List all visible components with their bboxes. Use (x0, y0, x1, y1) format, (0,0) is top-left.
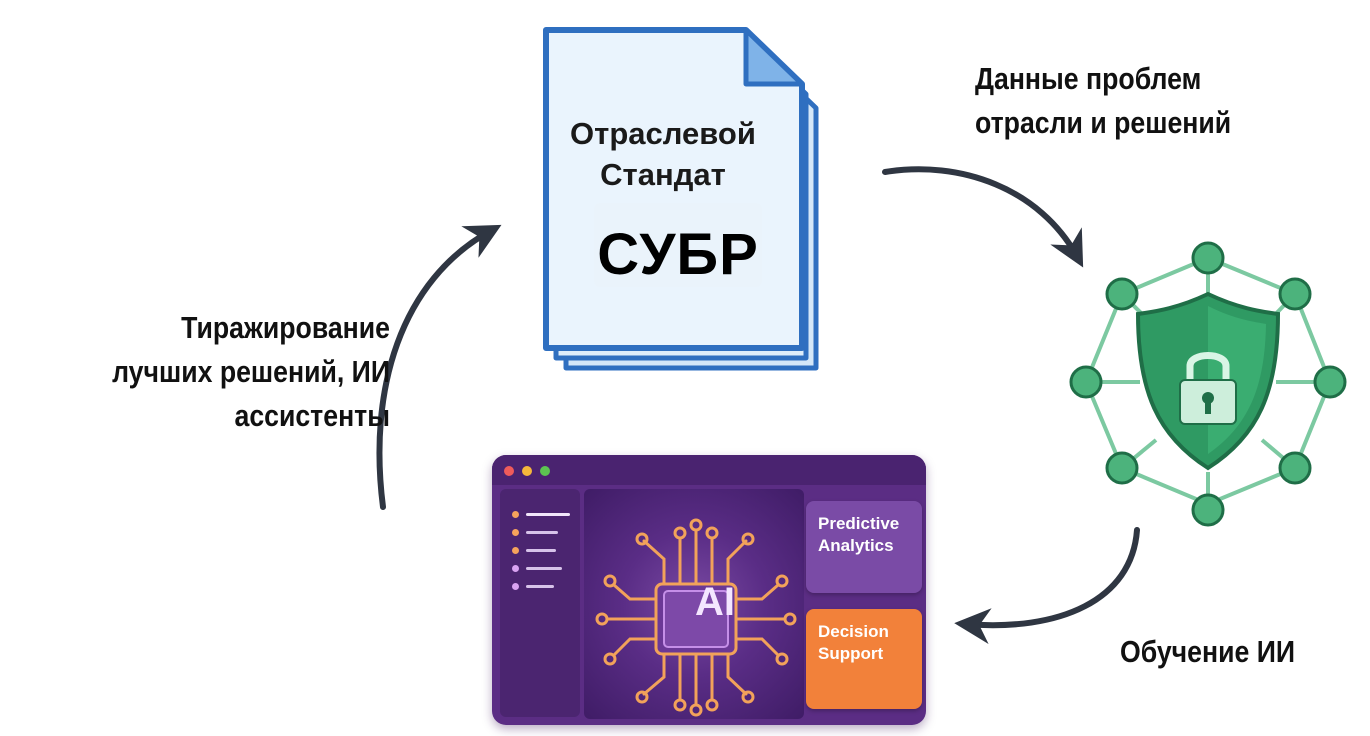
decision-support-card[interactable]: Decision Support (806, 609, 922, 709)
arrow-doc-to-network (882, 166, 1084, 268)
document-title-line1: Отраслевой (570, 116, 756, 151)
industry-data-label-line1: Данные проблем (975, 61, 1202, 96)
predictive-analytics-card[interactable]: Predictive Analytics (806, 501, 922, 593)
predictive-card-line1: Predictive (818, 514, 900, 533)
decision-card-line1: Decision (818, 622, 889, 641)
replication-label: Тиражирование лучших решений, ИИ ассисте… (55, 306, 390, 438)
arrow-network-to-app (954, 527, 1140, 645)
predictive-card-line2: Analytics (818, 536, 894, 555)
document-title: Отраслевой Стандат (548, 113, 778, 195)
decision-card-line2: Support (818, 644, 884, 663)
industry-data-label-line2: отрасли и решений (975, 105, 1232, 140)
close-dot-icon (504, 466, 514, 476)
document-code-background (594, 203, 762, 287)
replication-label-line1: Тиражирование (181, 310, 390, 345)
ai-main-panel (584, 489, 804, 719)
ai-chip-label: AI (695, 580, 735, 624)
app-sidebar (500, 489, 580, 717)
ai-training-label: Обучение ИИ (1120, 634, 1296, 669)
replication-label-line3: ассистенты (234, 398, 390, 433)
arrow-app-to-doc (376, 224, 502, 510)
ai-app-window: AI Predictive Analytics Decision Support (492, 455, 926, 725)
minimize-dot-icon (522, 466, 532, 476)
window-titlebar (492, 455, 926, 485)
shield-lock-network-icon (1069, 241, 1347, 527)
document-icon (543, 27, 819, 371)
industry-data-label: Данные проблем отрасли и решений (975, 57, 1231, 145)
replication-label-line2: лучших решений, ИИ (112, 354, 390, 389)
ai-chip-icon (595, 518, 797, 717)
document-title-line2: Стандат (600, 157, 726, 192)
maximize-dot-icon (540, 466, 550, 476)
document-code: СУБР (597, 222, 759, 287)
